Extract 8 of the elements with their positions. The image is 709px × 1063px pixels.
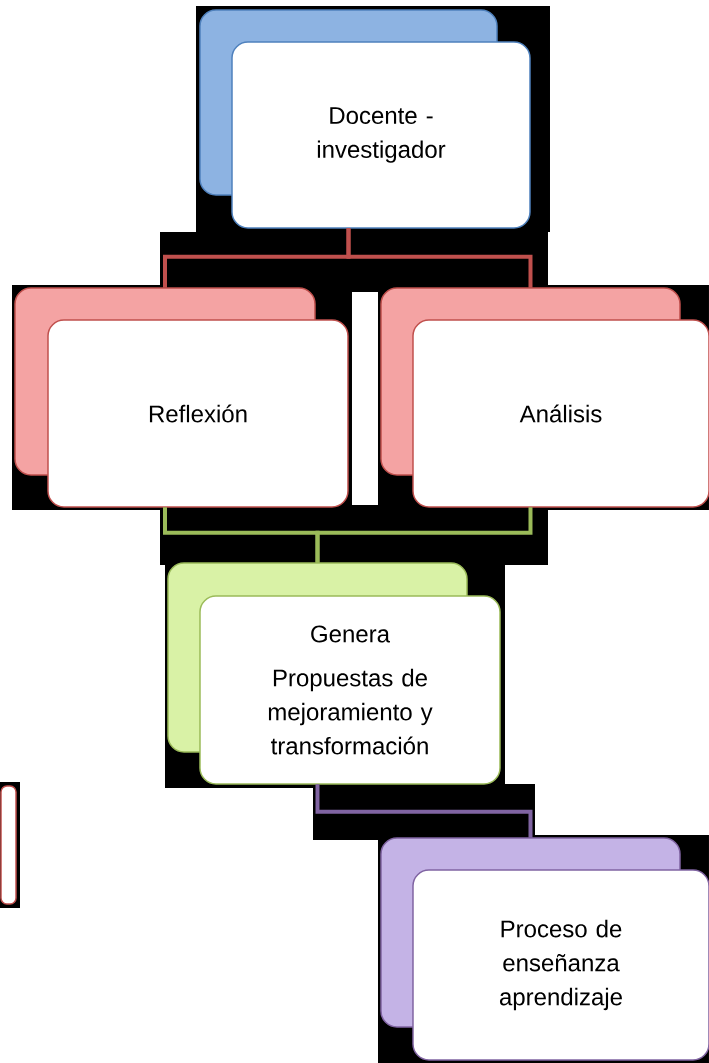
process-box: Docente - investigador <box>199 9 531 229</box>
process-box: Análisis <box>380 287 709 508</box>
process-box: Reflexión <box>14 287 349 508</box>
process-box: Proceso de enseñanza aprendizaje <box>380 837 709 1061</box>
process-box: Genera Propuestas de mejoramiento y transformación <box>167 562 501 785</box>
connector-line <box>346 228 533 288</box>
connector-line <box>315 507 533 563</box>
empty-box <box>0 785 17 905</box>
